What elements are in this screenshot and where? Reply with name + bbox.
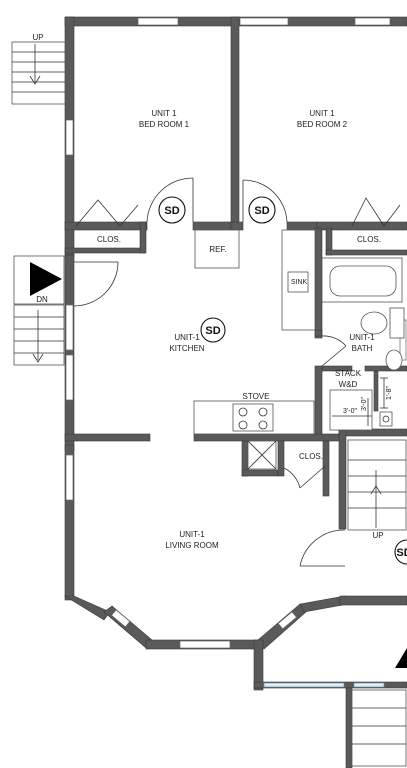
stairs [11,41,407,767]
svg-text:SD: SD [396,547,407,559]
washer-width-dimension: 3'-0" [343,408,357,415]
bath-label: BATH [352,344,373,353]
smoke-detector-bedroom-2: SD [248,196,276,224]
living-room-unit-label: UNIT-1 [179,530,205,539]
toilet [389,307,405,339]
refrigerator [194,229,240,269]
smoke-detector-stair: SD [394,539,407,565]
stove [232,403,274,432]
alcove-dimension: 1'-8" [386,386,393,400]
room-labels: UNIT 1 BED ROOM 1 UNIT 1 BED ROOM 2 UNIT… [32,33,393,550]
windows [65,17,407,688]
washer-dryer-label: W&D [339,380,358,389]
bedroom-2-label: BED ROOM 2 [297,120,348,129]
stair-down-label: DN [36,295,48,304]
svg-text:SD: SD [254,205,269,217]
kitchen-label: KITCHEN [169,344,204,353]
closet-1-label: CLOS. [97,235,121,244]
svg-text:SD: SD [164,205,179,217]
smoke-detector-kitchen: SD [200,317,226,343]
bath-unit-label: UNIT-1 [349,333,375,342]
kitchen-unit-label: UNIT-1 [174,333,200,342]
sink-label: SINK [291,279,308,286]
closet-2-label: CLOS. [357,235,381,244]
bedroom-1-unit-label: UNIT 1 [151,109,177,118]
stair-up-label-right: UP [372,531,383,540]
entry-arrow-icon [395,648,407,668]
washer-depth-dimension: 3'-0" [361,397,368,411]
svg-text:SD: SD [205,325,220,337]
closet-3-label: CLOS. [299,452,323,461]
bedroom-2-unit-label: UNIT 1 [309,109,335,118]
stove-label: STOVE [243,392,270,401]
stack-label: STACK [335,369,362,378]
fixtures [193,229,405,470]
smoke-detectors: SD SD SD SD [158,196,407,565]
doors [73,177,401,567]
bath-sink [385,349,403,371]
refrigerator-label: REF. [209,245,226,254]
washer-dryer [329,389,373,431]
smoke-detector-bedroom-1: SD [158,196,186,224]
stair-up-label-top: UP [32,33,43,42]
down-arrow-icon [30,262,62,296]
bedroom-1-label: BED ROOM 1 [139,120,190,129]
living-room-label: LIVING ROOM [165,541,219,550]
